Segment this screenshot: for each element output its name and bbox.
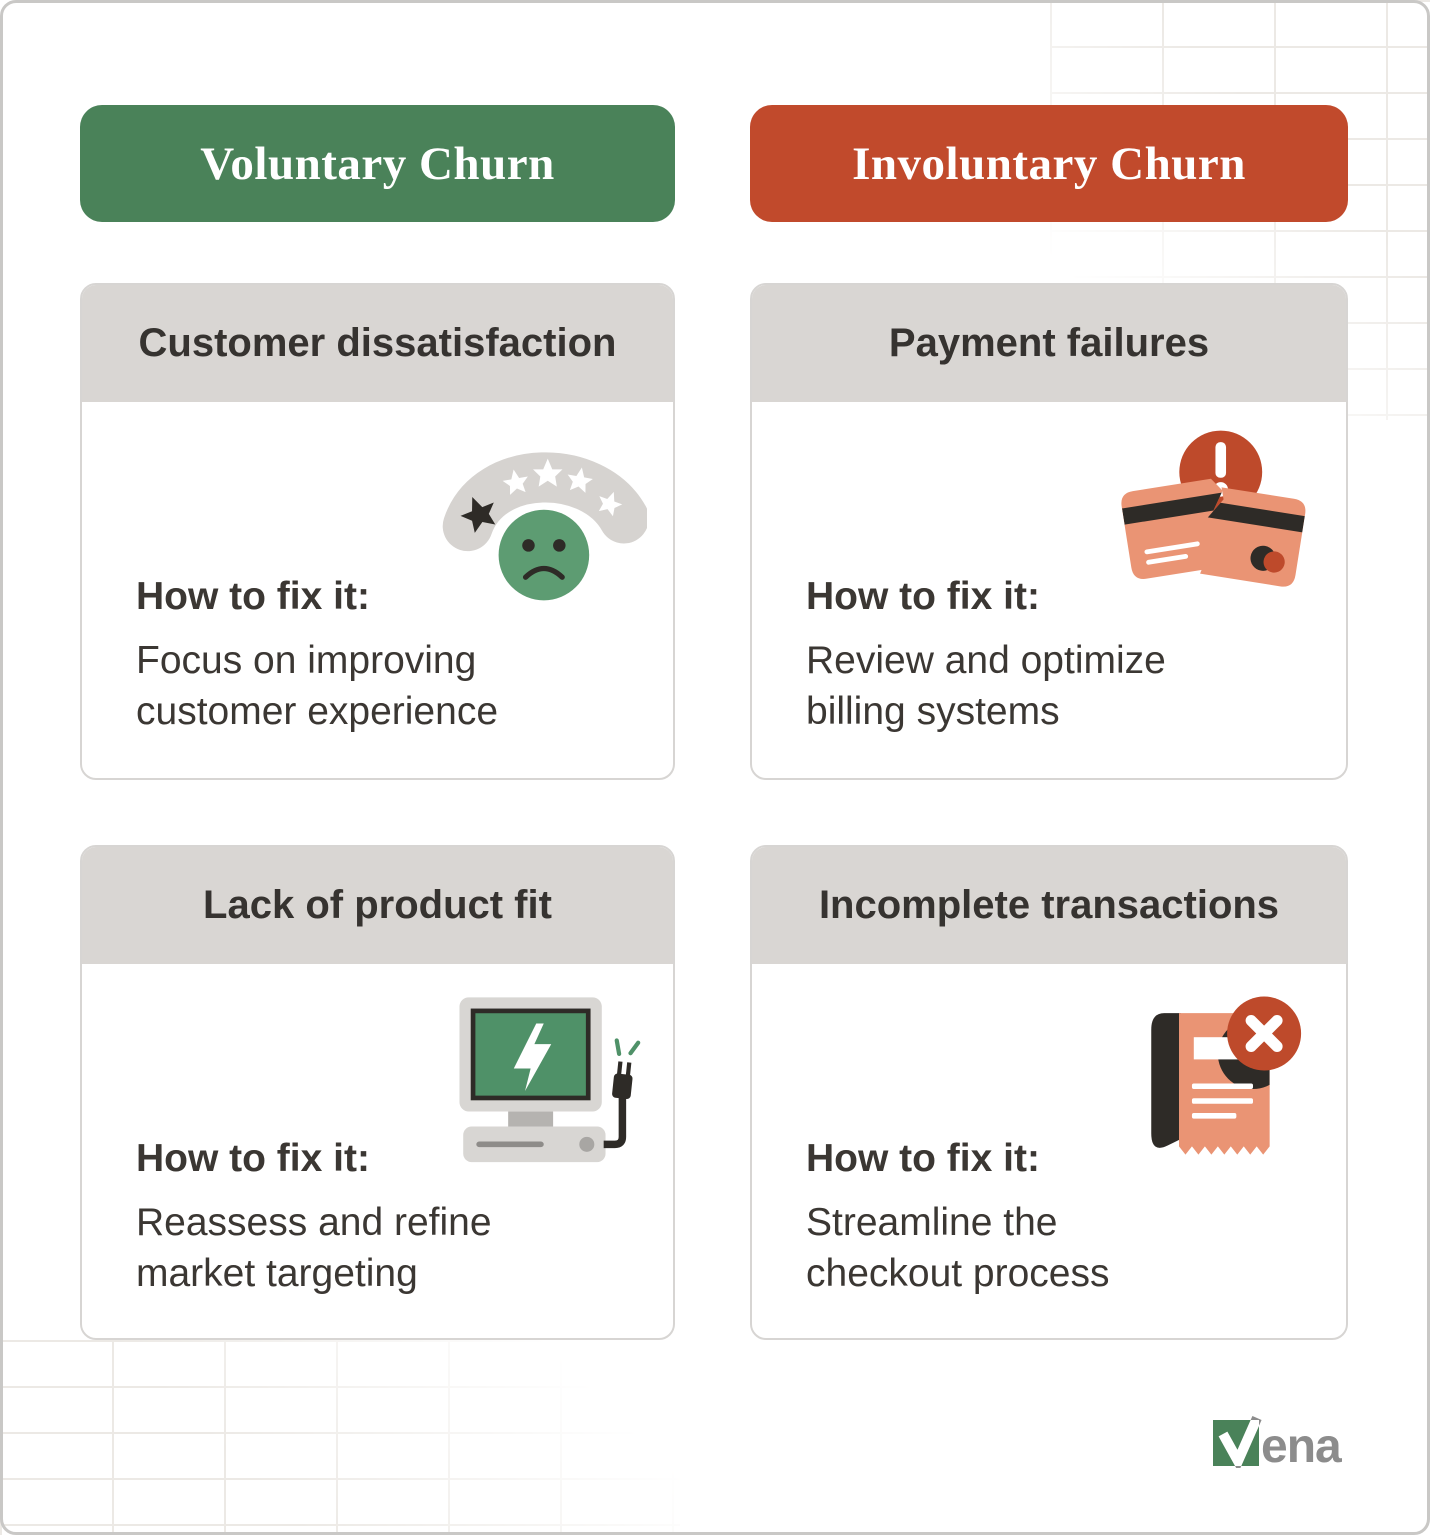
card-payment-failures: Payment failures (750, 283, 1348, 780)
one-star-rating-sad-face-icon (435, 422, 649, 615)
fix-label: How to fix it: (806, 575, 1040, 618)
declined-receipt-icon (1114, 978, 1318, 1168)
fix-text: Reassess and refine market targeting (136, 1200, 492, 1296)
vena-logo-text: ena (1261, 1420, 1342, 1468)
broken-credit-card-icon (1108, 416, 1320, 614)
card-title: Customer dissatisfaction (82, 285, 673, 402)
card-title: Lack of product fit (82, 847, 673, 964)
involuntary-churn-header: Involuntary Churn (750, 105, 1348, 222)
unplugged-computer-icon (437, 984, 643, 1172)
card-body: How to fix it: Streamline the checkout p… (752, 964, 1346, 1338)
fix-label: How to fix it: (806, 1137, 1040, 1180)
card-incomplete-transactions: Incomplete transactions How (750, 845, 1348, 1340)
card-title: Incomplete transactions (752, 847, 1346, 964)
voluntary-churn-label: Voluntary Churn (200, 137, 555, 190)
card-body: How to fix it: Reassess and refine marke… (82, 964, 673, 1338)
background-grid-bottom-left (0, 1340, 680, 1535)
voluntary-churn-header: Voluntary Churn (80, 105, 675, 222)
fix-text: Streamline the checkout process (806, 1200, 1110, 1296)
card-body: How to fix it: Focus on improving custom… (82, 402, 673, 778)
card-body: How to fix it: Review and optimize billi… (752, 402, 1346, 778)
fix-text: Review and optimize billing systems (806, 638, 1166, 734)
vena-logo: ena (1213, 1415, 1369, 1473)
fix-label: How to fix it: (136, 575, 370, 618)
card-title: Payment failures (752, 285, 1346, 402)
involuntary-churn-label: Involuntary Churn (852, 137, 1246, 190)
card-lack-of-product-fit: Lack of product fit (80, 845, 675, 1340)
card-customer-dissatisfaction: Customer dissatisfaction How to fix it: … (80, 283, 675, 780)
fix-text: Focus on improving customer experience (136, 638, 499, 734)
fix-label: How to fix it: (136, 1137, 370, 1180)
